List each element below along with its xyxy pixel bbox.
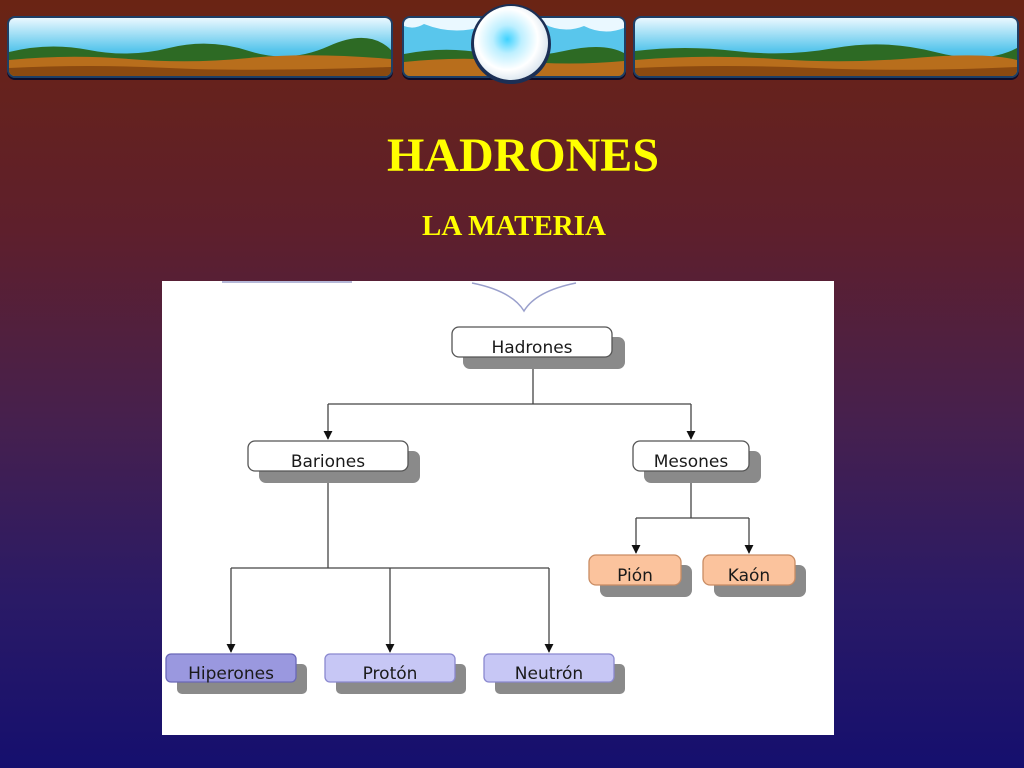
header-banner-left — [7, 16, 393, 78]
node-mesones: Mesones — [632, 440, 761, 483]
node-label: Hiperones — [188, 664, 274, 684]
node-label: Protón — [363, 664, 418, 684]
node-label: Hadrones — [491, 338, 572, 358]
decorative-curve — [471, 282, 577, 313]
node-proton: Protón — [324, 653, 466, 694]
globe-emblem — [469, 2, 553, 86]
slide-subtitle: LA MATERIA — [422, 210, 606, 242]
node-label: Kaón — [728, 566, 770, 586]
node-hiperones: Hiperones — [165, 653, 307, 694]
header-banner-right — [633, 16, 1019, 78]
node-pion: Pión — [588, 554, 692, 597]
hadron-classification-diagram: Hadrones Bariones Mesones Pión Kaón — [162, 281, 834, 735]
node-label: Mesones — [654, 452, 729, 472]
node-neutron: Neutrón — [483, 653, 625, 694]
node-kaon: Kaón — [702, 554, 806, 597]
slide-title: HADRONES — [386, 129, 660, 182]
node-label: Pión — [617, 566, 653, 586]
node-bariones: Bariones — [247, 440, 420, 483]
node-label: Neutrón — [515, 664, 583, 684]
node-label: Bariones — [291, 452, 365, 472]
node-hadrones: Hadrones — [451, 326, 625, 369]
